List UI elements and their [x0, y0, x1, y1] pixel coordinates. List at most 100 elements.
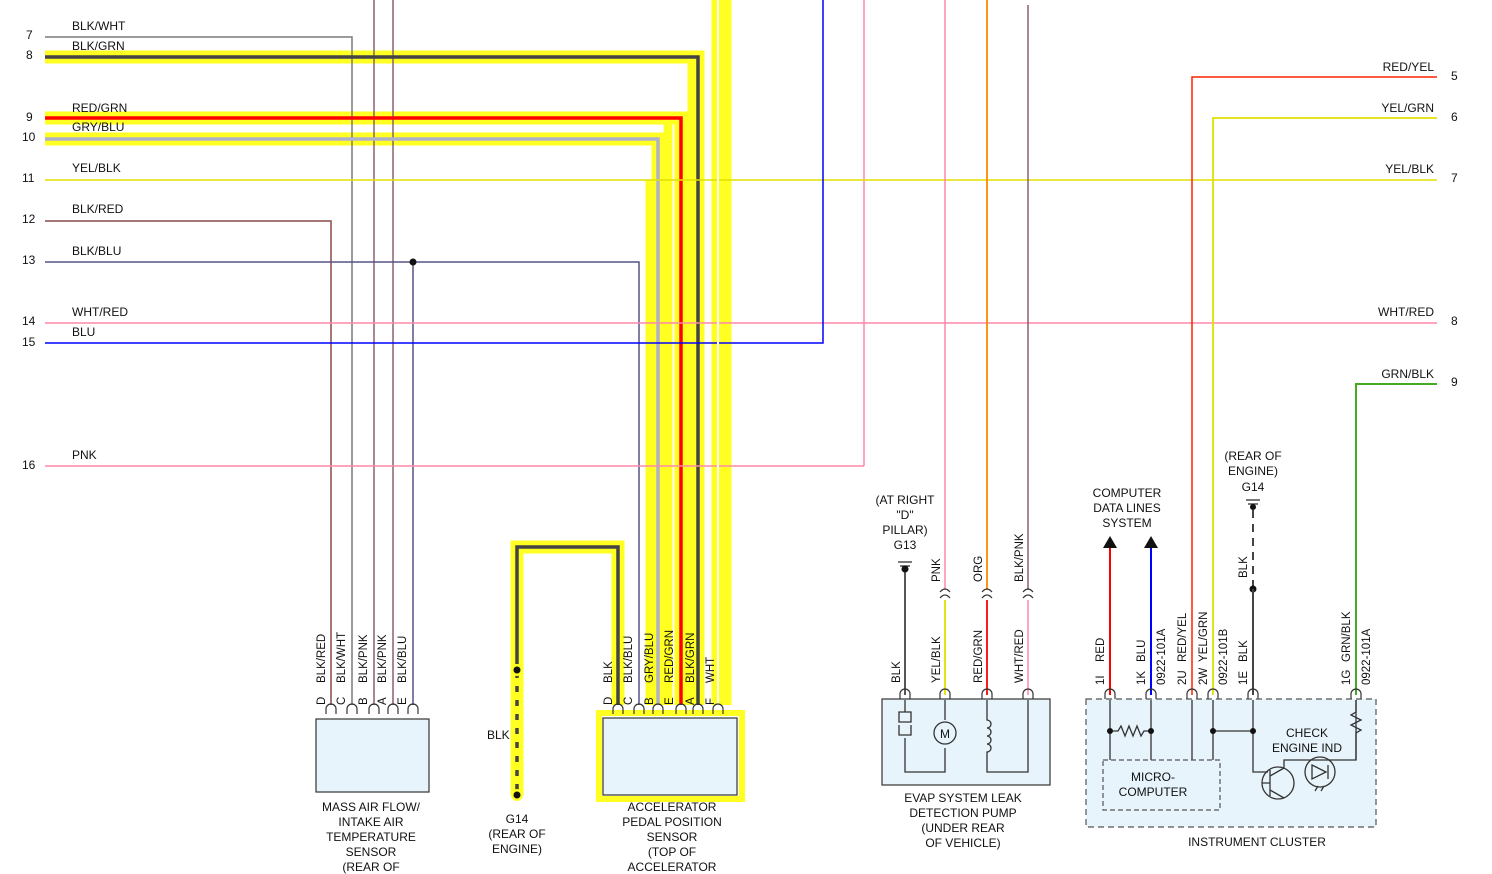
- row-num-12: 12: [22, 212, 36, 226]
- app-caption-4: (TOP OF: [648, 845, 696, 859]
- right-num-7: 7: [1451, 171, 1458, 185]
- evap-pump-box: [881, 698, 1051, 786]
- data-lines-caption-3: SYSTEM: [1102, 516, 1151, 530]
- g14-left-caption-3: ENGINE): [492, 842, 542, 856]
- g13-caption-3: PILLAR): [882, 523, 927, 537]
- maf-pin-b: B: [358, 697, 370, 705]
- app-pin-b: B: [644, 697, 656, 705]
- evap-upper-label-blk-pnk: BLK/PNK: [1014, 533, 1026, 582]
- evap-caption-3: (UNDER REAR: [921, 821, 1005, 835]
- evap-upper-label-pnk: PNK: [931, 558, 943, 582]
- check-engine-label-2: ENGINE IND: [1272, 741, 1342, 755]
- row-num-11: 11: [22, 171, 35, 185]
- g13-caption-1: (AT RIGHT: [876, 493, 936, 507]
- g14-left-caption-1: G14: [506, 812, 529, 826]
- wire-gry-blu: [45, 137, 660, 705]
- row-label-blk-blu: BLK/BLU: [72, 244, 121, 258]
- app-wire-d: BLK: [603, 661, 615, 683]
- maf-wire-d: BLK/RED: [316, 634, 328, 683]
- maf-sensor-box: [315, 718, 430, 793]
- row-num-10: 10: [22, 130, 36, 144]
- app-pin-e: E: [664, 697, 676, 705]
- evap-switch-icon: [898, 700, 946, 773]
- right-label-grn-blk: GRN/BLK: [1381, 367, 1434, 381]
- row-label-gry-blu: GRY/BLU: [72, 120, 124, 134]
- right-label-red-yel: RED/YEL: [1383, 60, 1435, 74]
- app-wire-e: RED/GRN: [664, 630, 676, 683]
- maf-caption-2: INTAKE AIR: [338, 815, 403, 829]
- right-num-5: 5: [1451, 69, 1458, 83]
- cluster-conn-1k: 0922-101A: [1156, 628, 1168, 685]
- app-caption-1: ACCELERATOR: [628, 800, 717, 814]
- right-num-6: 6: [1451, 110, 1458, 124]
- row-label-wht-red: WHT/RED: [72, 305, 128, 319]
- g14-left-caption-2: (REAR OF: [488, 827, 545, 841]
- wire-blk-grn: [45, 55, 700, 705]
- cluster-junction-dot: [1148, 728, 1154, 734]
- app-wire-a: BLK/GRN: [685, 633, 697, 684]
- row-num-13: 13: [22, 253, 36, 267]
- wire-blk-blu: [45, 261, 640, 705]
- cluster-junction-dot: [1107, 728, 1113, 734]
- maf-wire-c: BLK/WHT: [336, 632, 348, 683]
- data-lines-caption-1: COMPUTER: [1093, 486, 1162, 500]
- row-label-yel-blk: YEL/BLK: [72, 161, 121, 175]
- motor-label: M: [940, 727, 950, 741]
- row-num-16: 16: [22, 458, 36, 472]
- row-num-9: 9: [26, 110, 33, 124]
- evap-caption-1: EVAP SYSTEM LEAK: [904, 791, 1022, 805]
- g13-caption-4: G13: [894, 538, 917, 552]
- row-num-14: 14: [22, 314, 36, 328]
- maf-pin-d: D: [316, 697, 328, 705]
- evap-pin-blk: BLK: [891, 661, 903, 683]
- evap-leak-pump: PNK ORG BLK/PNK (AT RIGHT "D" PILLAR) G1…: [876, 0, 1051, 850]
- row-num-15: 15: [22, 335, 36, 349]
- wire-red-grn: [45, 116, 683, 705]
- wire-blk-wht: [45, 36, 353, 705]
- maf-caption-3: TEMPERATURE: [326, 830, 416, 844]
- cluster-pin-1k: 1K: [1136, 671, 1148, 685]
- maf-pin-c: C: [336, 697, 348, 705]
- row-num-8: 8: [26, 48, 33, 62]
- data-lines-caption-2: DATA LINES: [1093, 501, 1161, 515]
- g14-right-caption-3: G14: [1242, 480, 1265, 494]
- row-label-blk-grn: BLK/GRN: [72, 39, 125, 53]
- app-caption-5: ACCELERATOR: [628, 860, 717, 874]
- data-line-arrow-icon: [1144, 536, 1158, 548]
- cluster-pin-1i: 1I: [1095, 675, 1107, 685]
- cluster-pin-1e: 1E: [1238, 671, 1250, 685]
- cluster-wire-1e: BLK: [1238, 640, 1250, 662]
- evap-pin-yel-blk: YEL/BLK: [931, 636, 943, 683]
- right-num-9: 9: [1451, 375, 1458, 389]
- evap-inline-connector-2: [981, 588, 993, 599]
- evap-caption-2: DETECTION PUMP: [909, 806, 1016, 820]
- accelerator-pedal-sensor: D BLK C BLK/BLU B GRY/BLU E RED/GRN A BL…: [596, 630, 745, 874]
- maf-caption-5: (REAR OF: [342, 860, 399, 874]
- g14-left-ground: BLK G14 (REAR OF ENGINE): [487, 664, 546, 856]
- mass-air-flow-sensor: D BLK/RED C BLK/WHT B BLK/PNK A BLK/PNK …: [315, 632, 430, 874]
- g13-caption-2: "D": [896, 508, 913, 522]
- app-pin-a: A: [685, 697, 697, 705]
- maf-pin-a: A: [377, 697, 389, 705]
- check-engine-label-1: CHECK: [1286, 726, 1328, 740]
- app-pin-f: F: [705, 698, 717, 705]
- row-label-blu: BLU: [72, 325, 95, 339]
- maf-caption-1: MASS AIR FLOW/: [322, 800, 421, 814]
- row-num-7: 7: [26, 28, 33, 42]
- wire-grn-blk-right: [1355, 383, 1437, 695]
- cluster-conn-1g: 0922-101A: [1361, 628, 1373, 685]
- app-wire-c: BLK/BLU: [623, 636, 635, 683]
- cluster-junction-dot: [1250, 728, 1256, 734]
- app-pin-d: D: [603, 697, 615, 705]
- maf-wire-a: BLK/PNK: [377, 634, 389, 683]
- cluster-wire-2w: YEL/GRN: [1198, 612, 1210, 663]
- evap-coil-icon: [986, 700, 1029, 773]
- cluster-pin-1g: 1G: [1341, 670, 1353, 685]
- evap-caption-4: OF VEHICLE): [925, 836, 1000, 850]
- app-caption-2: PEDAL POSITION: [622, 815, 722, 829]
- cluster-wire-1g: GRN/BLK: [1341, 611, 1353, 662]
- app-pin-c: C: [623, 697, 635, 705]
- g14-left-wire-label: BLK: [487, 728, 510, 742]
- wire-yel-grn-right: [1212, 117, 1437, 695]
